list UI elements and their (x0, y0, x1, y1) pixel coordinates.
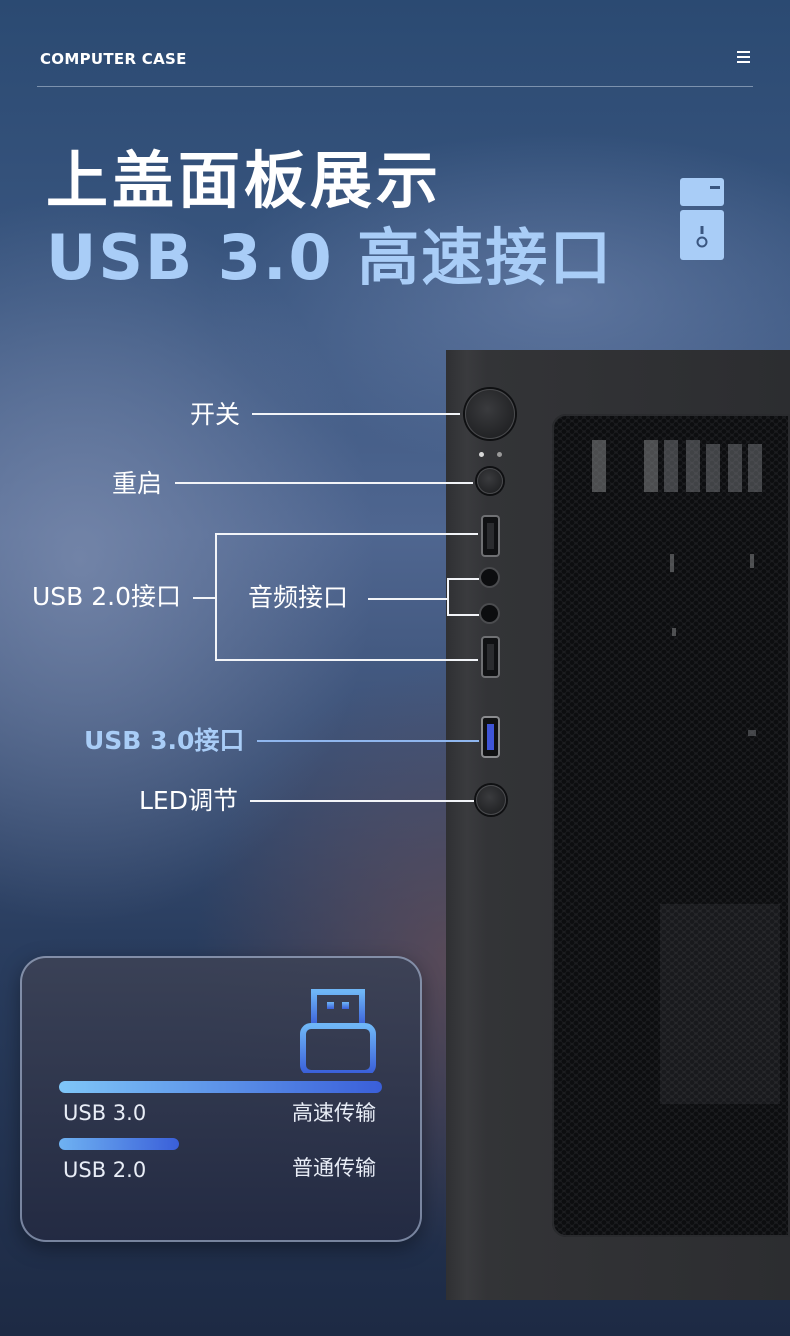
mesh-highlights (592, 440, 780, 1104)
computer-tower-icon (680, 178, 724, 260)
brand-title: COMPUTER CASE (40, 50, 187, 68)
power-led-indicator (479, 452, 484, 457)
hero-title-line2: USB 3.0 高速接口 (46, 221, 614, 294)
callout-label-usb30: USB 3.0接口 (84, 726, 245, 755)
callout-label-power: 开关 (190, 400, 241, 429)
led-control-button[interactable] (476, 785, 506, 815)
callout-bracket-audio (447, 578, 449, 616)
callout-line-usb20-top (215, 533, 478, 535)
callout-line-reset (175, 482, 473, 484)
usb20-port-bottom[interactable] (483, 638, 498, 676)
mesh-panel (552, 414, 790, 1237)
usb30-port[interactable] (483, 718, 498, 756)
usb20-port-top[interactable] (483, 517, 498, 555)
callout-line-usb20-stub (193, 597, 215, 599)
card-usb20-desc: 普通传输 (292, 1156, 376, 1180)
callout-line-power (252, 413, 460, 415)
callout-line-audio-bottom (447, 614, 479, 616)
callout-bracket-usb20 (215, 533, 217, 661)
card-usb30-label: USB 3.0 (63, 1101, 147, 1125)
callout-label-usb20: USB 2.0接口 (32, 582, 182, 611)
callout-line-usb30 (257, 740, 479, 742)
card-usb20-label: USB 2.0 (63, 1158, 147, 1182)
callout-line-audio-top (447, 578, 479, 580)
reset-button[interactable] (477, 468, 503, 494)
power-button[interactable] (465, 389, 515, 439)
usb-plug-icon (300, 989, 376, 1073)
audio-jack-mic[interactable] (481, 605, 498, 622)
hero-title-line1: 上盖面板展示 (46, 144, 443, 217)
usb-speed-card (20, 956, 422, 1242)
callout-label-led: LED调节 (139, 786, 238, 815)
callout-line-led (250, 800, 474, 802)
callout-label-audio: 音频接口 (248, 583, 349, 612)
callout-line-usb20-bottom (215, 659, 478, 661)
header-divider (37, 86, 753, 87)
usb20-speed-bar (59, 1138, 179, 1150)
hdd-led-indicator (497, 452, 502, 457)
hamburger-menu-icon[interactable] (737, 51, 750, 63)
callout-label-reset: 重启 (112, 469, 163, 498)
callout-line-audio (368, 598, 448, 600)
usb30-speed-bar (59, 1081, 382, 1093)
card-usb30-desc: 高速传输 (292, 1101, 376, 1125)
audio-jack-headphone[interactable] (481, 569, 498, 586)
